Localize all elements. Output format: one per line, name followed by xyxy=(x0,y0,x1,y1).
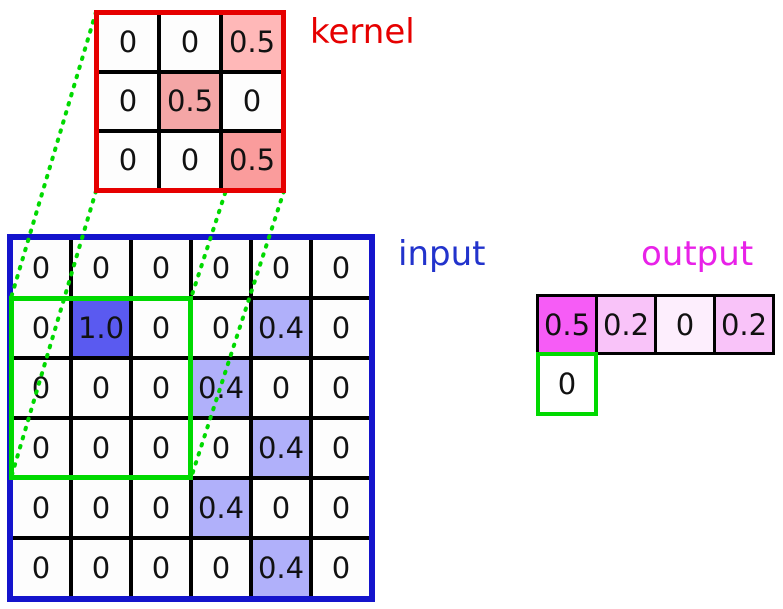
kernel-grid: 0 0 0.5 0 0.5 0 0 0 0.5 xyxy=(94,10,286,193)
input-cell-5-3: 0 xyxy=(193,540,249,596)
output-cell-0: 0.5 xyxy=(536,294,598,355)
output-cell-3: 0.2 xyxy=(713,294,775,355)
input-cell-4-5: 0 xyxy=(313,480,369,536)
input-cell-1-4: 0.4 xyxy=(253,300,309,356)
input-cell-4-3: 0.4 xyxy=(193,480,249,536)
input-cell-3-3: 0 xyxy=(193,420,249,476)
kernel-cell-1-2: 0 xyxy=(223,74,281,129)
input-cell-0-2: 0 xyxy=(133,240,189,296)
kernel-cell-2-2: 0.5 xyxy=(223,133,281,188)
input-cell-4-4: 0 xyxy=(253,480,309,536)
kernel-cell-0-0: 0 xyxy=(99,15,157,70)
input-cell-2-2: 0 xyxy=(133,360,189,416)
input-cell-5-0: 0 xyxy=(13,540,69,596)
kernel-cell-1-1: 0.5 xyxy=(161,74,219,129)
input-cell-0-3: 0 xyxy=(193,240,249,296)
input-label: input xyxy=(398,234,486,274)
input-cell-1-3: 0 xyxy=(193,300,249,356)
input-cell-3-4: 0.4 xyxy=(253,420,309,476)
input-cell-5-5: 0 xyxy=(313,540,369,596)
input-cell-2-4: 0 xyxy=(253,360,309,416)
input-cell-4-1: 0 xyxy=(73,480,129,536)
kernel-label: kernel xyxy=(310,12,415,52)
output-row: 0.5 0.2 0 0.2 xyxy=(536,294,775,355)
input-cell-2-3: 0.4 xyxy=(193,360,249,416)
input-cell-3-5: 0 xyxy=(313,420,369,476)
output-cell-2: 0 xyxy=(654,294,716,355)
input-cell-0-4: 0 xyxy=(253,240,309,296)
input-patch-highlight xyxy=(9,296,193,480)
kernel-cell-2-0: 0 xyxy=(99,133,157,188)
input-cell-3-2: 0 xyxy=(133,420,189,476)
kernel-cell-0-1: 0 xyxy=(161,15,219,70)
output-label: output xyxy=(641,234,754,274)
input-cell-0-0: 0 xyxy=(13,240,69,296)
output-cell-1: 0.2 xyxy=(595,294,657,355)
input-cell-4-0: 0 xyxy=(13,480,69,536)
input-cell-4-2: 0 xyxy=(133,480,189,536)
kernel-cell-0-2: 0.5 xyxy=(223,15,281,70)
input-cell-5-2: 0 xyxy=(133,540,189,596)
output-current-cell: 0 xyxy=(536,352,598,416)
input-cell-1-2: 0 xyxy=(133,300,189,356)
kernel-cell-2-1: 0 xyxy=(161,133,219,188)
input-cell-5-1: 0 xyxy=(73,540,129,596)
input-cell-0-5: 0 xyxy=(313,240,369,296)
input-cell-0-1: 0 xyxy=(73,240,129,296)
kernel-cell-1-0: 0 xyxy=(99,74,157,129)
input-cell-1-5: 0 xyxy=(313,300,369,356)
input-cell-2-5: 0 xyxy=(313,360,369,416)
input-cell-5-4: 0.4 xyxy=(253,540,309,596)
